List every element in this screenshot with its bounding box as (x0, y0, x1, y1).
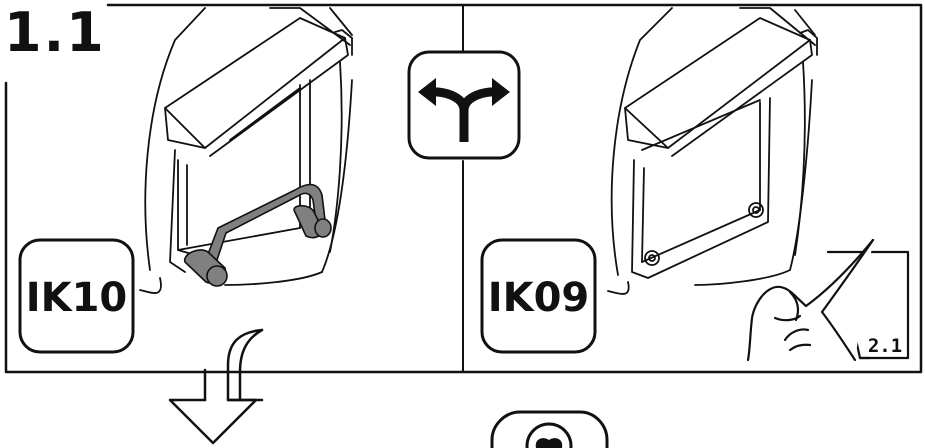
hand-turning-page-icon (746, 238, 910, 362)
handle-illustration (184, 183, 332, 287)
model-code-right: IK09 (488, 275, 590, 321)
model-badge-right (480, 238, 597, 354)
model-badge-left (18, 238, 135, 354)
down-arrow-icon (168, 328, 264, 445)
model-code-left: IK10 (26, 275, 128, 321)
step-number: 1.1 (4, 1, 106, 64)
fork-arrows-icon (407, 50, 521, 160)
unit-illustration-right (607, 7, 818, 295)
step-frame (4, 3, 923, 374)
tooth-icon (490, 410, 609, 448)
unit-illustration-left (139, 7, 353, 294)
page-reference-label: 2.1 (868, 335, 902, 357)
